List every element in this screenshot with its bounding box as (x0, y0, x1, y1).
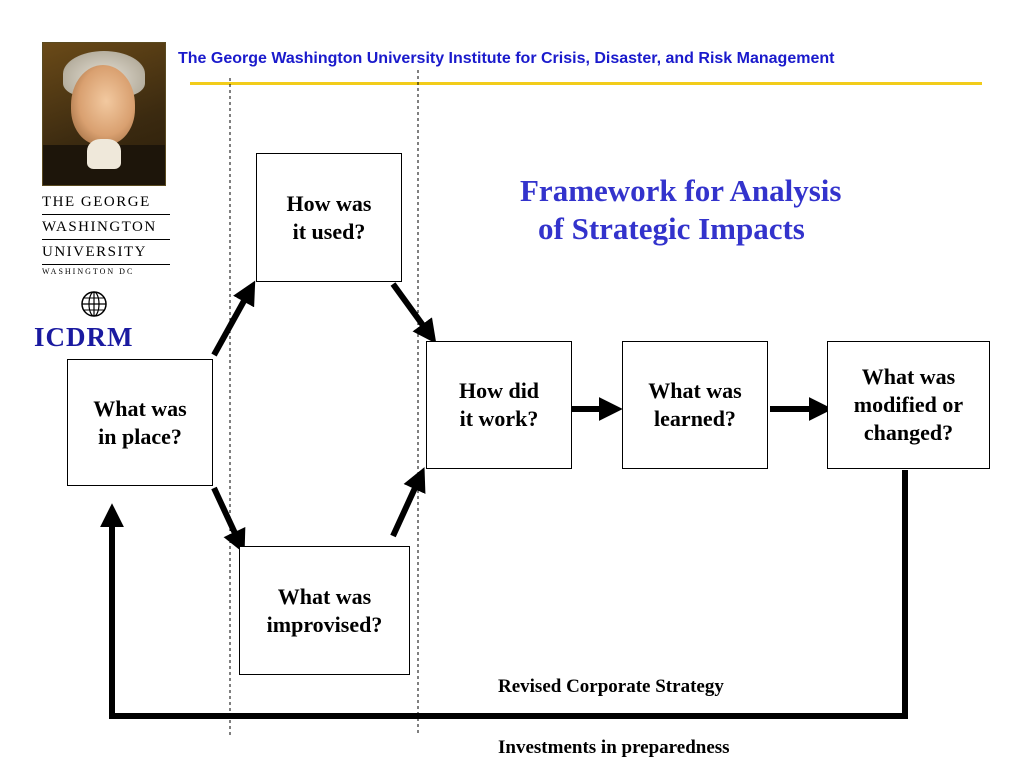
arrow-improvised-to-work (390, 467, 426, 538)
box-what-was-modified-label: What was modified or changed? (853, 364, 964, 445)
george-washington-portrait (42, 42, 166, 186)
portrait-cravat (87, 139, 121, 169)
gw-university-logo: THE GEORGE WASHINGTON UNIVERSITY WASHING… (42, 190, 170, 279)
globe-icon (81, 291, 107, 317)
feedback-loop-line (100, 470, 908, 719)
box-what-was-improvised: What was improvised? (239, 546, 410, 675)
portrait-face (71, 65, 135, 145)
gw-logo-line-2: WASHINGTON (42, 215, 170, 240)
framework-title-line-2: of Strategic Impacts (538, 211, 805, 246)
box-how-was-it-used: How was it used? (256, 153, 402, 282)
arrow-inplace-to-improvised (211, 486, 246, 554)
gw-logo-line-1: THE GEORGE (42, 190, 170, 215)
icdrm-logo: ICDRM (34, 322, 134, 352)
header-title: The George Washington University Institu… (178, 50, 835, 67)
arrow-inplace-to-used (211, 280, 256, 357)
box-how-did-it-work: How did it work? (426, 341, 572, 469)
box-what-was-modified: What was modified or changed? (827, 341, 990, 469)
caption-revised-corporate-strategy: Revised Corporate Strategy (498, 676, 724, 697)
box-how-was-it-used-label: How was it used? (286, 190, 372, 244)
box-what-was-in-place-label: What was in place? (93, 395, 187, 449)
framework-title-line-1: Framework for Analysis (520, 173, 842, 208)
box-what-was-learned: What was learned? (622, 341, 768, 469)
box-how-did-it-work-label: How did it work? (458, 378, 540, 431)
caption-investments-in-preparedness: Investments in preparedness (498, 737, 730, 758)
box-what-was-in-place: What was in place? (67, 359, 213, 486)
box-what-was-improvised-label: What was improvised? (266, 583, 383, 637)
box-what-was-learned-label: What was learned? (648, 378, 742, 431)
framework-title: Framework for Analysis of Strategic Impa… (520, 172, 940, 248)
header-rule (190, 82, 982, 85)
arrow-used-to-work (390, 282, 437, 344)
gw-logo-line-4: WASHINGTON DC (42, 267, 135, 276)
gw-logo-line-3: UNIVERSITY (42, 240, 170, 265)
